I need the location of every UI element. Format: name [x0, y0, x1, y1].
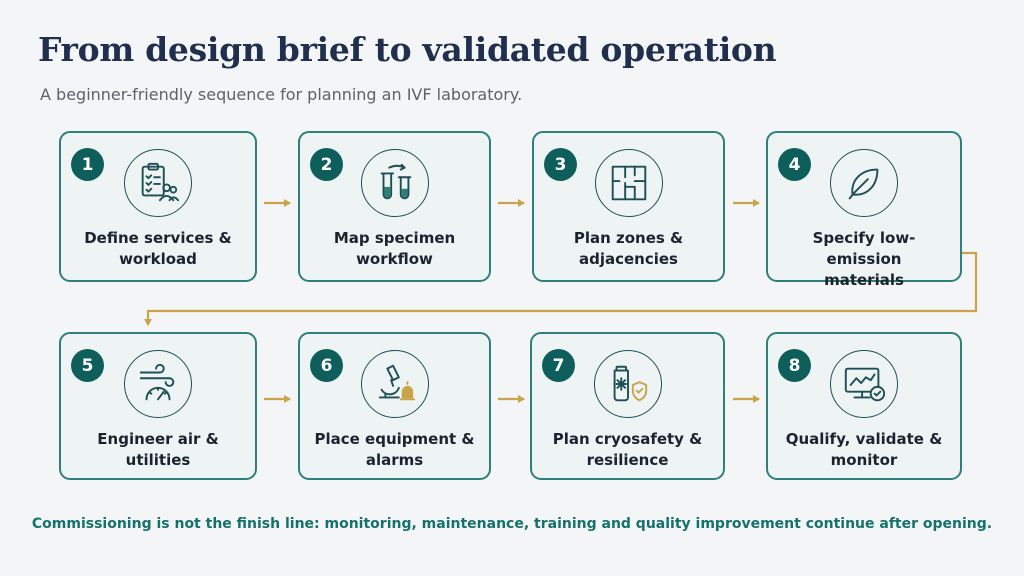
monitor-check-icon — [830, 350, 898, 418]
clipboard-team-icon — [124, 149, 192, 217]
microscope-alarm-icon — [360, 350, 429, 418]
leaf-icon — [830, 149, 898, 217]
footer-note: Commissioning is not the finish line: mo… — [31, 516, 993, 532]
step-number-badge: 2 — [310, 148, 343, 181]
step-card-8: 8 Qualify, validate &monitor — [766, 332, 962, 480]
step-number-badge: 3 — [544, 148, 577, 181]
step-label: Place equipment &alarms — [314, 430, 475, 469]
step-label: Qualify, validate &monitor — [785, 430, 943, 469]
step-card-3: 3 Plan zones &adjacencies — [532, 131, 725, 282]
arrow-4-to-5 — [144, 251, 978, 326]
step-label: Engineer air &utilities — [97, 430, 219, 469]
step-number-badge: 4 — [778, 148, 811, 181]
step-number-badge: 7 — [542, 349, 575, 382]
step-card-6: 6 Place equipment &alarms — [298, 332, 491, 480]
page-title: From design brief to validated operation — [38, 30, 777, 69]
step-label: Define services &workload — [84, 229, 232, 268]
page-subtitle: A beginner-friendly sequence for plannin… — [40, 85, 523, 104]
airflow-gauge-icon — [124, 350, 192, 418]
step-label: Plan zones &adjacencies — [573, 229, 684, 268]
step-number-badge: 8 — [778, 349, 811, 382]
step-label: Plan cryosafety &resilience — [552, 430, 703, 469]
step-number-badge: 5 — [71, 349, 104, 382]
step-card-1: 1 Define services &workload — [59, 131, 257, 282]
step-number-badge: 1 — [71, 148, 104, 181]
cryo-shield-icon — [593, 350, 662, 418]
step-number-badge: 6 — [310, 349, 343, 382]
step-card-7: 7 Plan cryosafety &resilience — [530, 332, 725, 480]
test-tubes-icon — [360, 149, 429, 217]
floor-plan-icon — [594, 149, 663, 217]
step-card-5: 5 Engineer air &utilities — [59, 332, 257, 480]
